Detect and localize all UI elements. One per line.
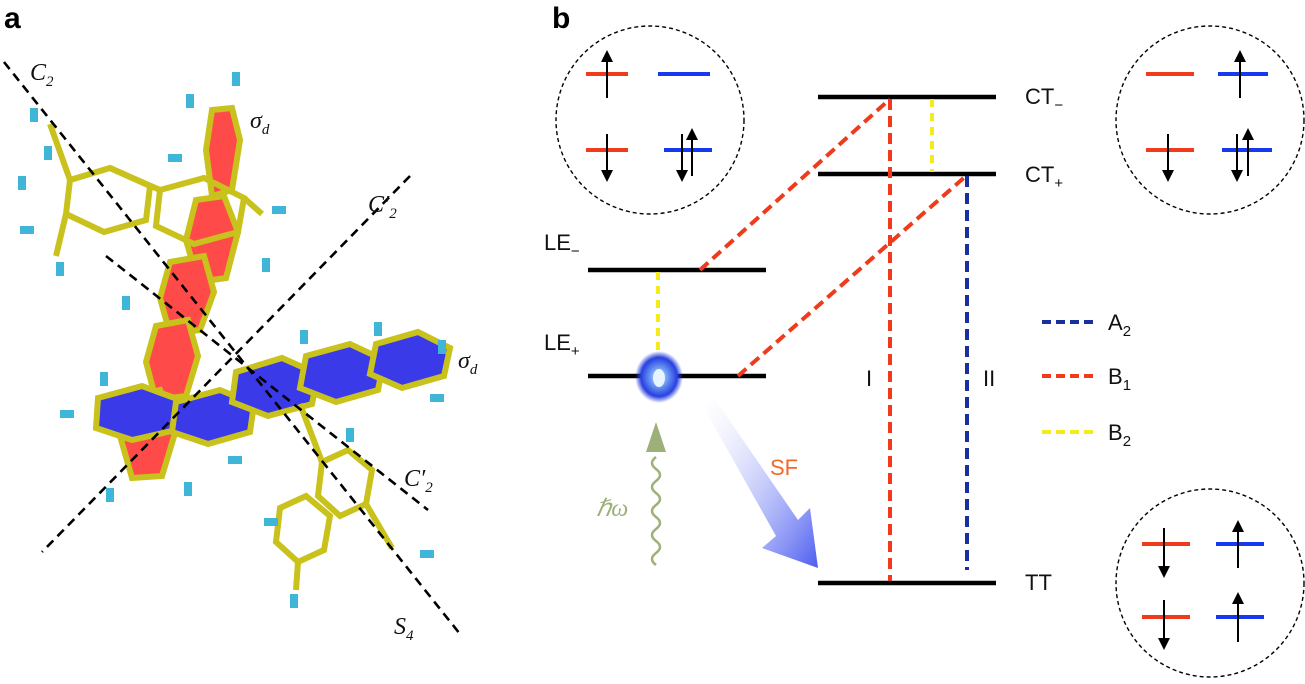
orbital-circle-tt xyxy=(1115,488,1305,678)
orbital-diagram-tt xyxy=(1115,488,1305,678)
coupling-b1-le-minus-ct-minus xyxy=(698,97,892,272)
label-c2-prime-upper: C′2 xyxy=(368,192,397,222)
label-tt: TT xyxy=(1025,570,1052,595)
spin-arrows-ct xyxy=(1162,50,1254,182)
label-le-plus: LE+ xyxy=(544,330,580,360)
couplings xyxy=(656,97,969,581)
legend-label-b1: B1 xyxy=(1108,364,1131,394)
sf-label: SF xyxy=(770,455,798,480)
spin-arrows-le xyxy=(601,50,698,182)
legend-label-a2: A2 xyxy=(1108,310,1131,340)
orbital-diagram-ct xyxy=(1115,25,1305,215)
label-c2-prime-lower: C′2 xyxy=(404,466,433,496)
orbital-circle-le xyxy=(555,25,745,215)
phenyl-substituents xyxy=(47,122,395,591)
label-ct-minus: CT− xyxy=(1025,84,1063,114)
panel-b-label: b xyxy=(552,2,570,35)
spin-arrows-tt xyxy=(1158,520,1244,650)
legend-label-b2: B2 xyxy=(1108,420,1131,450)
axis-c2-s4 xyxy=(2,61,462,635)
energy-levels xyxy=(588,94,996,586)
hydrogen-atoms xyxy=(18,72,446,608)
orbital-diagram-le xyxy=(555,25,745,215)
label-le-minus: LE− xyxy=(544,230,580,260)
label-path-2: II xyxy=(983,366,995,391)
panel-a-label: a xyxy=(4,2,21,35)
label-sigma-d-right: σd xyxy=(458,348,478,378)
label-ct-plus: CT+ xyxy=(1025,162,1063,192)
blue-acene-rings xyxy=(92,328,454,448)
label-path-1: I xyxy=(866,366,872,391)
axis-c2-prime-upper xyxy=(41,175,411,553)
label-sigma-d-upper: σd xyxy=(250,108,270,138)
label-c2: C2 xyxy=(30,60,54,90)
photon-label: ℏω xyxy=(596,496,628,522)
photon-arrowhead xyxy=(646,422,666,452)
symmetry-axes xyxy=(2,61,462,635)
molecule-structure xyxy=(18,72,454,608)
label-s4: S4 xyxy=(394,614,414,644)
axis-c2-prime-lower xyxy=(105,254,429,512)
sf-arrow xyxy=(704,398,818,568)
photon-wave xyxy=(650,456,662,566)
excitation-core xyxy=(653,369,665,387)
coupling-b1-le-plus-ct-plus xyxy=(736,174,968,378)
orbital-circle-ct xyxy=(1115,25,1305,215)
legend: A2 B1 B2 xyxy=(1042,310,1131,450)
